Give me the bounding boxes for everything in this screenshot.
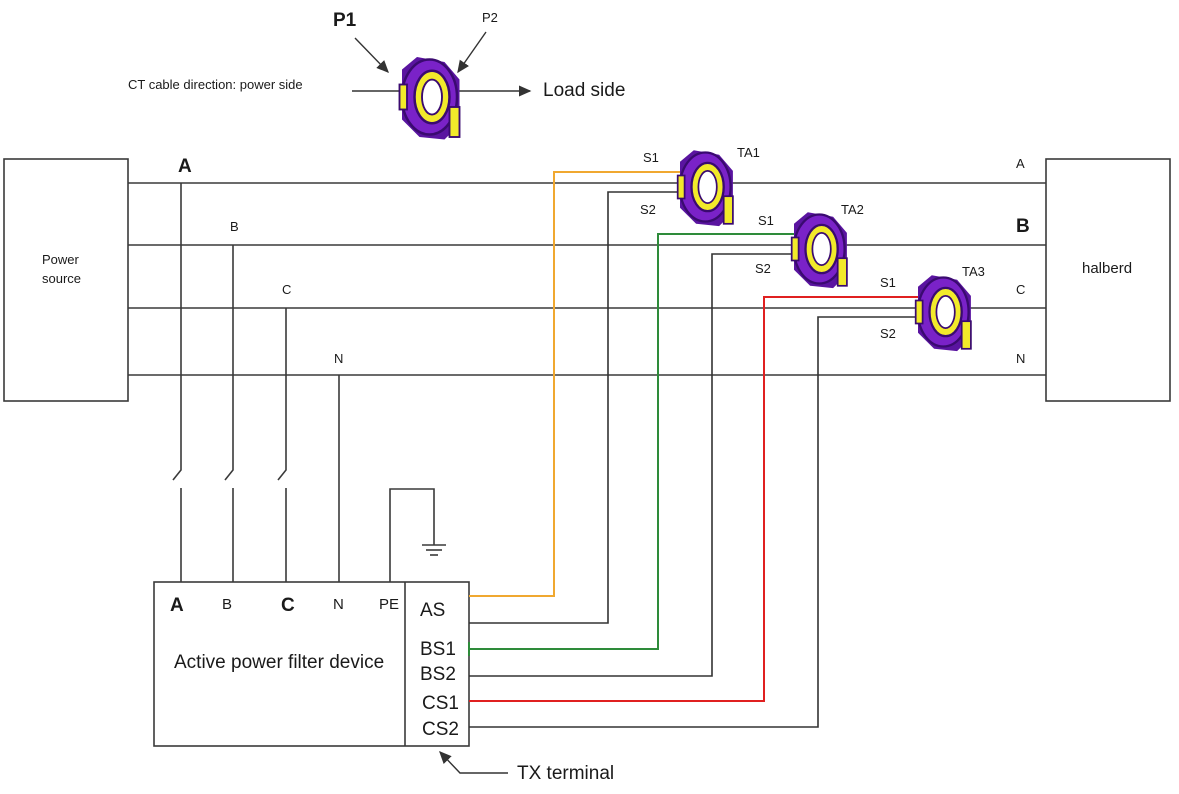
device-input-a: A <box>170 595 184 616</box>
load-label: halberd <box>1082 260 1132 277</box>
ct-direction-legend: P1 P2 CT cable direction: power side Loa… <box>128 10 625 141</box>
bus-right-label-b: B <box>1016 216 1030 237</box>
power-source-box: Power source <box>3 158 129 402</box>
ct-ta2-s1: S1 <box>758 213 774 228</box>
ct-ta1: TA1 S1 S2 <box>640 145 760 228</box>
bus-right-label-n: N <box>1016 351 1025 366</box>
bus-right-label-a: A <box>1016 156 1025 171</box>
wire-as2 <box>469 191 686 624</box>
ct-ta1-name: TA1 <box>737 145 760 160</box>
tx-terminal-label: TX terminal <box>517 763 614 784</box>
power-source-label-1: Power <box>42 252 80 267</box>
tx-terminal-bs2: BS2 <box>420 664 456 685</box>
device-input-n: N <box>333 596 344 613</box>
ct-ta1-icon <box>676 149 735 228</box>
apf-device-box: Active power filter device A B C N PE AS… <box>153 581 470 747</box>
device-title: Active power filter device <box>174 652 384 673</box>
p1-arrow <box>354 37 389 74</box>
tx-terminal-cs2: CS2 <box>422 719 459 740</box>
ct-ta3-name: TA3 <box>962 264 985 279</box>
ct-ta1-s1: S1 <box>643 150 659 165</box>
cable-direction-label: CT cable direction: power side <box>128 77 303 92</box>
ct-signal-wires <box>468 171 920 728</box>
ct-ta3: TA3 S1 S2 <box>880 264 985 353</box>
tx-terminal-callout: TX terminal <box>439 750 614 784</box>
bus-left-label-a: A <box>178 156 192 177</box>
wire-bs2 <box>469 253 796 677</box>
ct-ta2: TA2 S1 S2 <box>755 202 864 290</box>
load-side-label: Load side <box>543 80 625 101</box>
bus-left-label-n: N <box>334 351 343 366</box>
device-input-pe: PE <box>379 596 399 613</box>
p2-label: P2 <box>482 10 498 25</box>
phase-drops <box>172 183 340 582</box>
pe-ground <box>389 488 446 582</box>
ct-ta2-name: TA2 <box>841 202 864 217</box>
power-source-label-2: source <box>42 271 81 286</box>
ct-ta3-icon <box>914 274 973 353</box>
bus-right-label-c: C <box>1016 282 1025 297</box>
load-box: halberd <box>1045 158 1171 402</box>
legend-ct-icon <box>398 55 461 141</box>
tx-terminal-bs1: BS1 <box>420 639 456 660</box>
p2-arrow <box>457 31 487 74</box>
device-input-b: B <box>222 596 232 613</box>
ct-ta2-s2: S2 <box>755 261 771 276</box>
bus-left-label-b: B <box>230 219 239 234</box>
p1-label: P1 <box>333 10 357 31</box>
ct-ta3-s1: S1 <box>880 275 896 290</box>
bus-left-label-c: C <box>282 282 291 297</box>
ct-ta1-s2: S2 <box>640 202 656 217</box>
wire-as <box>469 171 686 597</box>
wire-bs1 <box>469 233 796 650</box>
ct-ta3-s2: S2 <box>880 326 896 341</box>
tx-terminal-cs1: CS1 <box>422 693 459 714</box>
device-input-c: C <box>281 595 295 616</box>
tx-terminal-as: AS <box>420 600 445 621</box>
wire-cs1 <box>469 296 920 702</box>
ct-ta2-icon <box>790 211 849 290</box>
wire-cs2 <box>469 316 920 728</box>
bus-lines <box>128 182 1046 376</box>
